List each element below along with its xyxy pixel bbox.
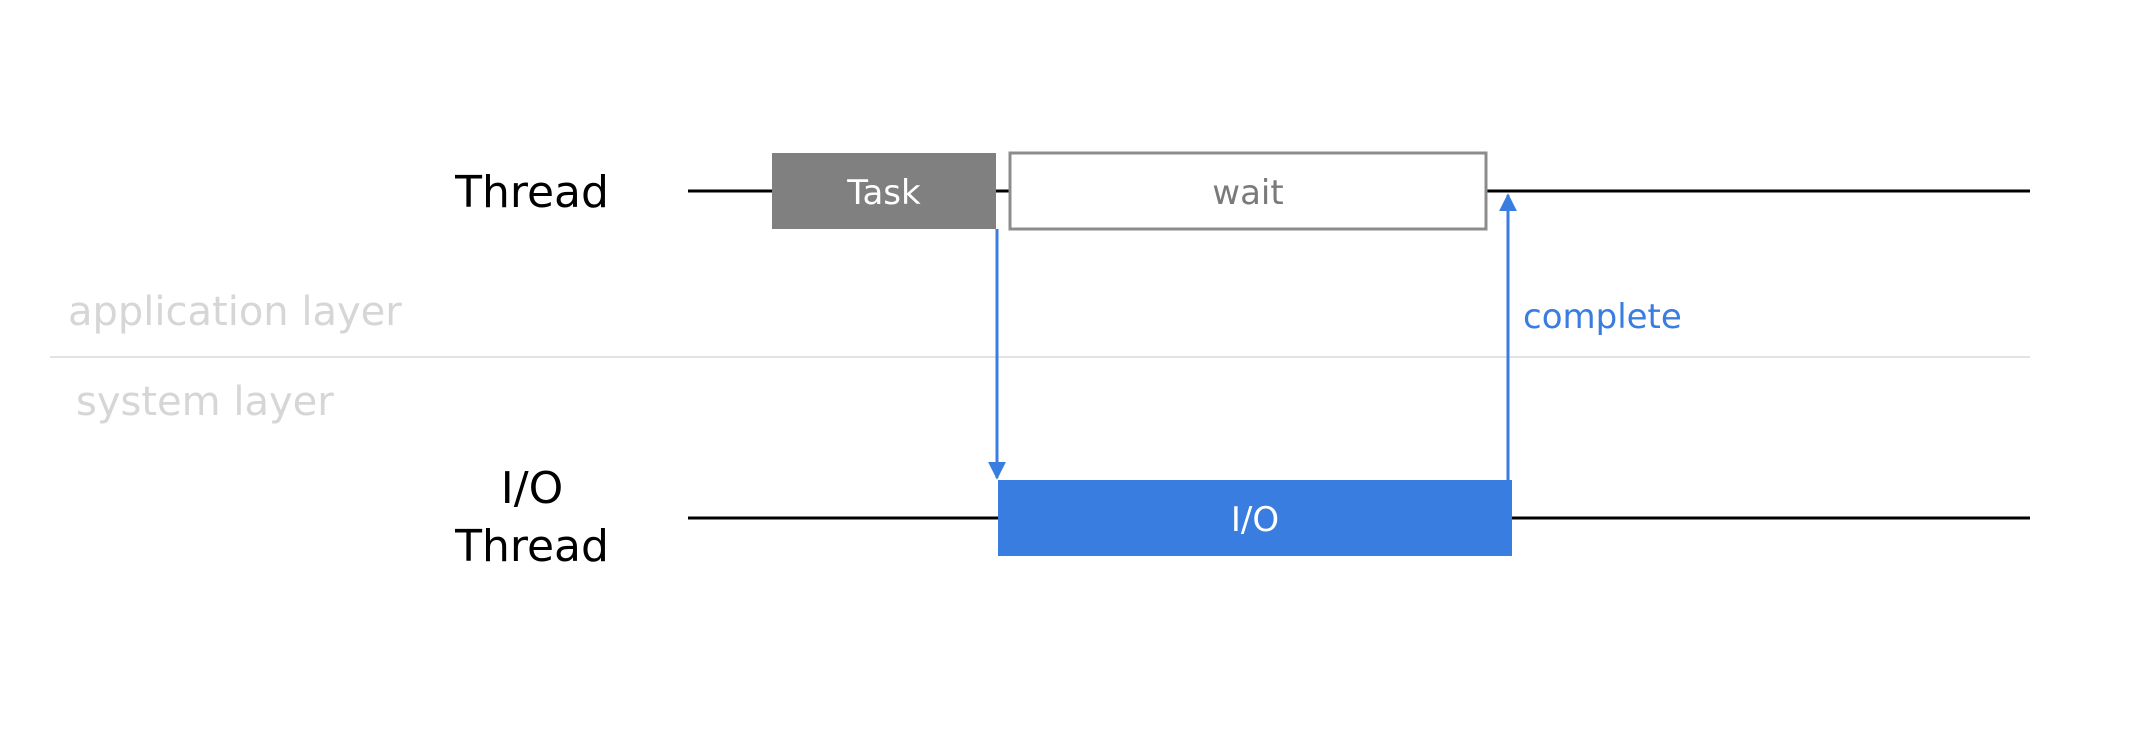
- system-layer-label: system layer: [76, 379, 334, 425]
- complete-label: complete: [1523, 297, 1682, 337]
- task-label: Task: [846, 173, 921, 213]
- wait-label: wait: [1212, 173, 1283, 213]
- io-block: I/O: [998, 480, 1512, 556]
- wait-block: wait: [1008, 151, 1488, 231]
- io-thread-lane-label-line1: I/O: [501, 463, 563, 514]
- application-layer-label: application layer: [68, 289, 402, 335]
- thread-lane-label: Thread: [454, 167, 609, 218]
- io-thread-lane-label-line2: Thread: [454, 521, 609, 572]
- task-block: Task: [772, 153, 996, 229]
- io-label: I/O: [1231, 500, 1279, 540]
